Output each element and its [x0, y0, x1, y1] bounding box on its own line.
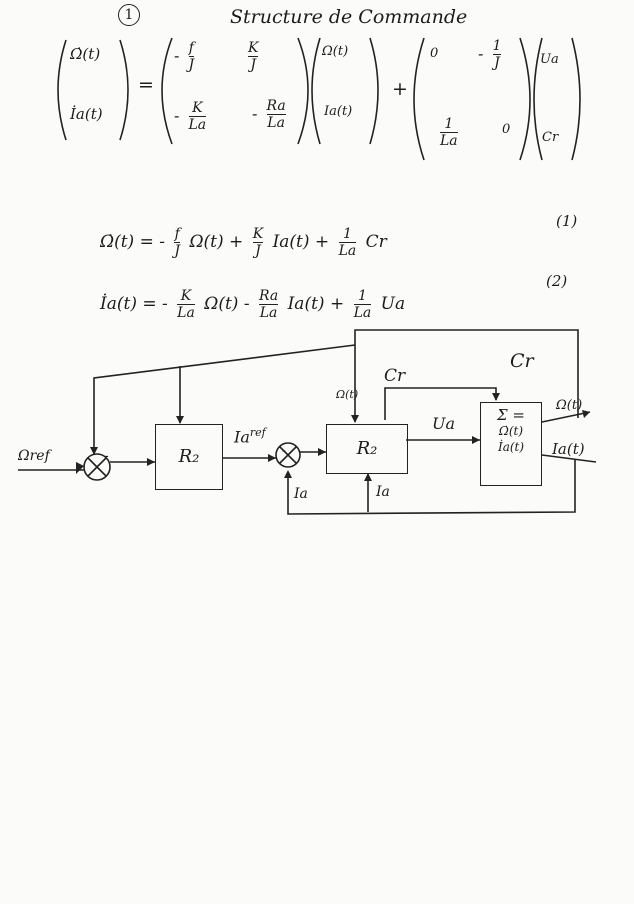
- sum1-circle: [83, 453, 111, 481]
- lhs-paren-left: [57, 39, 67, 141]
- eq2-f3-den: La: [353, 305, 372, 321]
- eq2-f1-num: K: [180, 288, 192, 304]
- label-ia-ref: Iaref: [234, 426, 266, 446]
- label-omega-ref: Ωref: [18, 448, 50, 464]
- b-r2c1-num: 1: [444, 116, 454, 132]
- b-r2c1-den: La: [440, 133, 458, 149]
- section-number: 1: [118, 4, 140, 26]
- a-r1c1-num: f: [188, 40, 194, 56]
- a-r1c1-den: J: [188, 57, 195, 73]
- x-paren-right: [369, 37, 379, 145]
- wire-omega-feedback: [354, 329, 579, 422]
- eq1-f2-num: K: [252, 226, 264, 242]
- a-r2c1-minus: -: [174, 106, 180, 125]
- matrix-equals: =: [138, 74, 154, 96]
- a-r2c1-den: La: [188, 117, 207, 133]
- a-r2c2-den: La: [267, 115, 285, 131]
- label-omega-in: Ω(t): [336, 388, 359, 401]
- eq2-tag: (2): [546, 272, 568, 290]
- system-block: Σ = Ω̇(t) İa(t): [480, 402, 542, 486]
- eq1-t3: Cr: [365, 232, 387, 252]
- a-r2c1-num: K: [192, 100, 203, 116]
- eq2-t1: Ω(t) -: [204, 294, 250, 314]
- label-ia-ref-sup: ref: [249, 426, 266, 439]
- a-paren-right: [297, 37, 309, 145]
- wire-out-omega: [541, 411, 591, 423]
- controller-block-2: R₂: [326, 424, 408, 474]
- system-line-2: Ω̇(t): [498, 424, 524, 438]
- x-paren-left: [311, 37, 321, 145]
- eq2-lhs: İa(t) = -: [100, 294, 168, 314]
- lhs-paren-right: [119, 39, 129, 141]
- eq1-f1-den: J: [174, 243, 181, 259]
- eq2-f2-num: Ra: [258, 288, 279, 304]
- eq1-t1: Ω(t) +: [189, 232, 244, 252]
- b-r1c2-den: J: [494, 55, 500, 71]
- b-r2c2: 0: [502, 122, 511, 137]
- eq1-t2: Ia(t) +: [272, 232, 330, 252]
- b-r1c1: 0: [430, 46, 439, 61]
- eq2-f2-den: La: [259, 305, 278, 321]
- label-ua: Ua: [432, 414, 456, 433]
- sum2-circle: [275, 442, 301, 468]
- u-cr: Cr: [542, 130, 559, 145]
- x-ia: Ia(t): [324, 104, 353, 119]
- a-r1c2-den: J: [250, 57, 257, 73]
- wire-outer-loop: [93, 344, 356, 454]
- wire-out-ia: [541, 454, 597, 463]
- eq2-f1-den: La: [177, 305, 195, 321]
- matrix-plus: +: [392, 78, 408, 100]
- u-paren-right: [571, 37, 581, 161]
- lhs-ia-dot: İa(t): [70, 105, 103, 123]
- eq1-lhs: Ω̇(t) = -: [100, 232, 165, 252]
- a-r2c2-minus: -: [252, 104, 258, 123]
- b-r1c2-num: 1: [492, 38, 502, 54]
- a-r2c2-num: Ra: [266, 98, 286, 114]
- a-r1c2-num: K: [248, 40, 259, 56]
- u-ua: Ua: [540, 52, 559, 67]
- controller-block-1: R₂: [155, 424, 223, 490]
- a-r1c1-minus: -: [174, 46, 180, 65]
- label-out-omega: Ω(t): [556, 398, 583, 413]
- eq2-f3-num: 1: [357, 288, 367, 304]
- page-title: Structure de Commande: [230, 6, 468, 28]
- b-paren-right: [519, 37, 531, 161]
- system-line-1: Σ =: [497, 406, 525, 424]
- eq1-f1-num: f: [174, 226, 180, 242]
- eq2-t3: Ua: [380, 294, 406, 314]
- wire-ia-feedback: [287, 460, 576, 515]
- label-sum1-sign: -: [104, 448, 109, 464]
- b-paren-left: [413, 37, 425, 161]
- eq1-tag: (1): [556, 212, 578, 230]
- label-out-ia: Ia(t): [552, 440, 585, 458]
- label-ia-ref-base: Ia: [234, 427, 250, 447]
- eq1-f3-num: 1: [342, 226, 352, 242]
- label-sum2-sign: -: [282, 444, 286, 457]
- label-cr-top: Cr: [510, 350, 534, 372]
- label-ia-feedback: Ia: [294, 486, 308, 502]
- x-omega: Ω(t): [322, 44, 349, 59]
- u-paren-left: [533, 37, 543, 161]
- a-paren-left: [161, 37, 173, 145]
- b-r1c2-minus: -: [478, 44, 484, 63]
- lhs-omega-dot: Ω̇(t): [70, 45, 101, 63]
- eq2-t2: Ia(t) +: [287, 294, 345, 314]
- eq1-f3-den: La: [338, 243, 357, 259]
- system-line-3: İa(t): [497, 440, 525, 454]
- label-ia-block2: Ia: [376, 484, 390, 500]
- eq1-f2-den: J: [255, 243, 261, 259]
- label-cr-mid: Cr: [384, 366, 406, 386]
